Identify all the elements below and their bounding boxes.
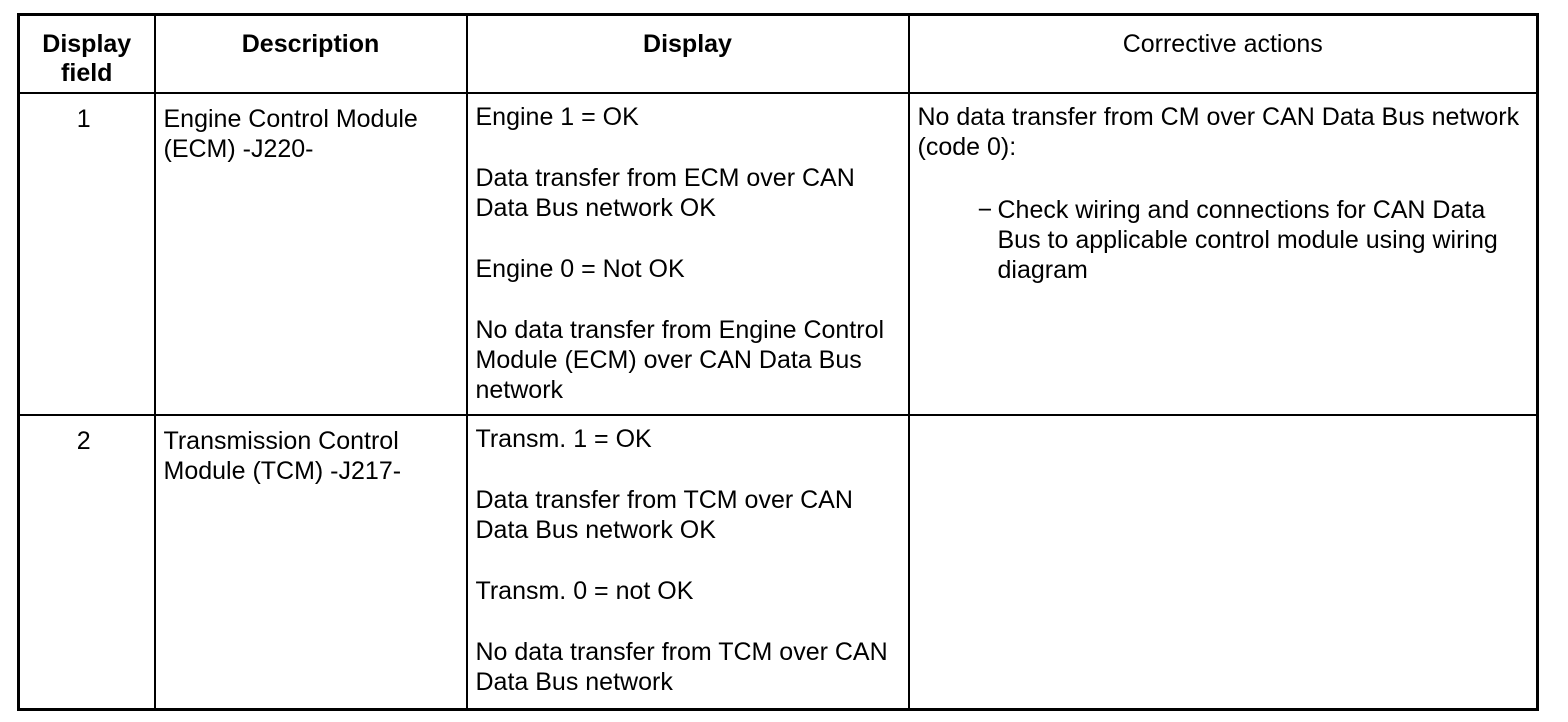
table-row: 1 Engine Control Module (ECM) -J220- Eng… (17, 91, 1539, 416)
display-line: No data transfer from TCM over CAN Data … (475, 637, 888, 696)
description-text: Transmission Control Module (TCM) -J217- (163, 426, 402, 485)
display-line: Transm. 1 = OK (475, 424, 652, 453)
display-line: Data transfer from ECM over CAN Data Bus… (475, 163, 855, 222)
header-corrective-actions: Corrective actions (907, 13, 1539, 94)
description-cell: Transmission Control Module (TCM) -J217- (153, 413, 468, 710)
display-field-value: 2 (76, 426, 91, 455)
display-line: No data transfer from Engine Control Mod… (475, 315, 885, 404)
display-line: Engine 1 = OK (475, 102, 639, 131)
corrective-intro: No data transfer from CM over CAN Data B… (917, 102, 1520, 161)
display-field-cell: 2 (17, 413, 156, 710)
display-line: Transm. 0 = not OK (475, 576, 694, 605)
display-cell: Transm. 1 = OK Data transfer from TCM ov… (465, 413, 910, 710)
diagnostic-table: Display field Description Display Correc… (17, 13, 1539, 711)
corrective-actions-cell: No data transfer from CM over CAN Data B… (907, 91, 1539, 416)
corrective-action-text: Check wiring and connections for CAN Dat… (997, 195, 1498, 284)
corrective-action-item: − Check wiring and connections for CAN D… (918, 195, 1529, 285)
display-field-cell: 1 (17, 91, 156, 416)
header-display-field: Display field (17, 13, 156, 94)
description-cell: Engine Control Module (ECM) -J220- (153, 91, 468, 416)
header-display: Display (465, 13, 910, 94)
header-display-field-label: Display field (42, 30, 132, 87)
dash-bullet-icon: − (977, 195, 993, 224)
header-description: Description (153, 13, 468, 94)
description-text: Engine Control Module (ECM) -J220- (163, 104, 418, 163)
display-cell: Engine 1 = OK Data transfer from ECM ove… (465, 91, 910, 416)
header-row: Display field Description Display Correc… (17, 13, 1539, 94)
display-field-value: 1 (76, 104, 91, 133)
display-line: Engine 0 = Not OK (475, 254, 685, 283)
display-line: Data transfer from TCM over CAN Data Bus… (475, 485, 853, 544)
corrective-actions-cell (907, 413, 1539, 710)
table-row: 2 Transmission Control Module (TCM) -J21… (17, 413, 1539, 710)
